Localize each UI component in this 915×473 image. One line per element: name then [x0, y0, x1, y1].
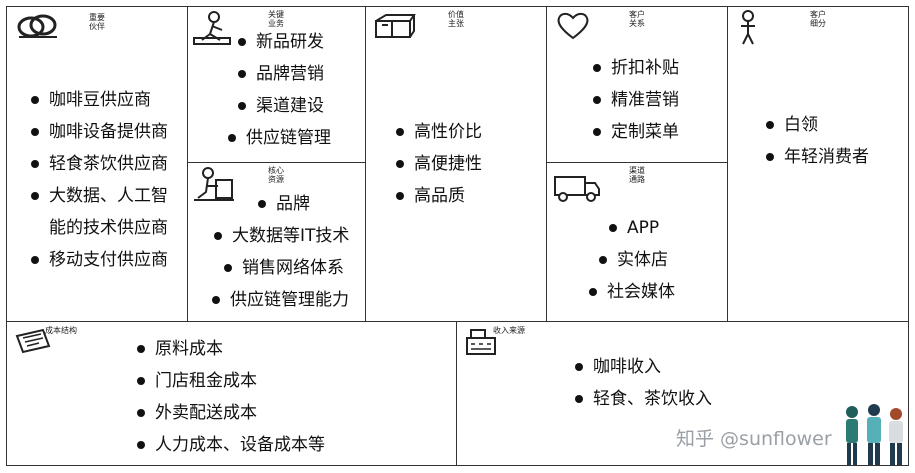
receipt-icon — [15, 328, 51, 354]
partner-item: 轻食茶饮供应商 — [27, 153, 168, 175]
resource-item: 品牌 — [254, 193, 349, 215]
value-propositions-title: 价值 主张 — [448, 10, 464, 28]
people-illustration-icon — [846, 404, 903, 465]
channels-block: 渠道 通路 APP 实体店 社会媒体 — [546, 162, 728, 322]
key-resources-block: 核心 资源 品牌 大数据等IT技术 销售网络体系 供应链管理能力 — [187, 162, 366, 322]
revenue-streams-title: 收入来源 — [493, 326, 525, 335]
relationship-item: 精准营销 — [589, 89, 679, 111]
gift-box-icon — [375, 14, 416, 38]
key-partners-title: 重要 伙伴 — [89, 13, 105, 31]
value-propositions-block: 价值 主张 高性价比 高便捷性 高品质 — [365, 6, 547, 322]
resource-item: 供应链管理能力 — [208, 289, 349, 311]
cash-register-icon — [466, 329, 496, 355]
resource-item: 大数据等IT技术 — [210, 225, 349, 247]
customer-relationships-block: 客户 关系 折扣补贴 精准营销 定制菜单 — [546, 6, 728, 164]
truck-icon — [554, 176, 600, 202]
cost-structure-title: 成本结构 — [45, 326, 77, 335]
cost-item: 原料成本 — [133, 338, 325, 360]
activity-item: 供应链管理 — [224, 127, 331, 149]
revenue-streams-block: 收入来源 咖啡收入 轻食、茶饮收入 — [456, 321, 909, 466]
segment-item: 白领 — [762, 114, 869, 136]
activity-item: 新品研发 — [234, 31, 331, 53]
cost-item: 人力成本、设备成本等 — [133, 434, 325, 456]
worker-icon — [193, 11, 231, 45]
partner-item: 大数据、人工智 — [27, 185, 168, 207]
cost-structure-block: 成本结构 原料成本 门店租金成本 外卖配送成本 人力成本、设备成本等 — [6, 321, 457, 466]
relationship-item: 定制菜单 — [589, 121, 679, 143]
customer-segments-title: 客户 细分 — [810, 10, 826, 28]
channel-item: APP — [605, 217, 675, 239]
value-item: 高性价比 — [392, 121, 482, 143]
heart-icon — [557, 12, 589, 40]
watermark-text: 知乎 @sunflower — [676, 428, 832, 450]
channel-item: 实体店 — [595, 249, 675, 271]
worker-machine-icon — [194, 167, 234, 201]
key-activities-block: 关键 业务 新品研发 品牌营销 渠道建设 供应链管理 — [187, 6, 366, 164]
cost-item: 外卖配送成本 — [133, 402, 325, 424]
activity-item: 渠道建设 — [234, 95, 331, 117]
activity-item: 品牌营销 — [234, 63, 331, 85]
partner-item: 咖啡设备提供商 — [27, 121, 168, 143]
revenue-item: 咖啡收入 — [571, 356, 712, 378]
revenue-item: 轻食、茶饮收入 — [571, 388, 712, 410]
person-icon — [741, 10, 755, 45]
partner-item: 咖啡豆供应商 — [27, 89, 168, 111]
cost-item: 门店租金成本 — [133, 370, 325, 392]
resource-item: 销售网络体系 — [220, 257, 349, 279]
channels-title: 渠道 通路 — [629, 166, 645, 184]
key-partners-block: 重要 伙伴 咖啡豆供应商 咖啡设备提供商 轻食茶饮供应商 大数据、人工智 能的技… — [6, 6, 188, 322]
value-item: 高便捷性 — [392, 153, 482, 175]
partner-item-continued: 能的技术供应商 — [49, 218, 168, 238]
link-rings-icon — [17, 14, 57, 38]
value-item: 高品质 — [392, 185, 482, 207]
key-resources-title: 核心 资源 — [268, 166, 284, 184]
partner-item: 移动支付供应商 — [27, 249, 168, 271]
channel-item: 社会媒体 — [585, 281, 675, 303]
customer-relationships-title: 客户 关系 — [629, 10, 645, 28]
relationship-item: 折扣补贴 — [589, 57, 679, 79]
customer-segments-block: 客户 细分 白领 年轻消费者 — [727, 6, 909, 322]
segment-item: 年轻消费者 — [762, 146, 869, 168]
key-activities-title: 关键 业务 — [268, 10, 284, 28]
